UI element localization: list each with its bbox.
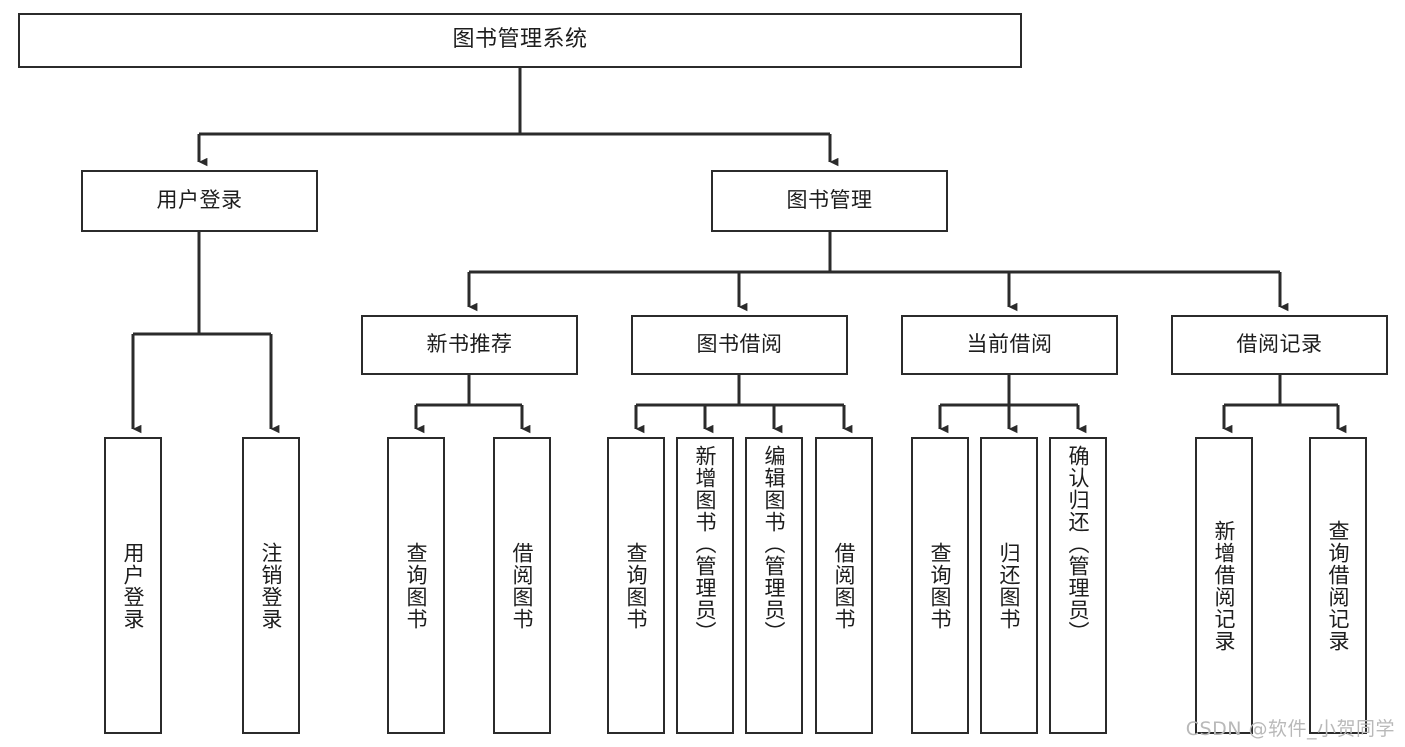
node-leaf-add-borrow-record[interactable]: 新增借阅记录 (1195, 437, 1253, 734)
node-label: 查询借阅记录 (1326, 519, 1351, 652)
node-label: 查询图书 (404, 541, 429, 630)
node-label: 新增借阅记录 (1212, 519, 1237, 652)
node-book-manage[interactable]: 图书管理 (711, 170, 948, 232)
node-leaf-add-book[interactable]: 新增图书（管理员） (676, 437, 734, 734)
csdn-watermark: CSDN @软件_小贺同学 (1185, 718, 1395, 740)
node-label: 确认归还（管理员） (1066, 445, 1091, 643)
node-label: 用户登录 (121, 541, 146, 630)
node-label: 借阅记录 (1236, 332, 1323, 357)
node-leaf-query-borrow-record[interactable]: 查询借阅记录 (1309, 437, 1367, 734)
node-label: 图书借阅 (696, 332, 783, 357)
node-leaf-edit-book[interactable]: 编辑图书（管理员） (745, 437, 803, 734)
node-label: 图书管理系统 (452, 27, 588, 53)
node-label: 用户登录 (156, 188, 243, 213)
node-book-borrow[interactable]: 图书借阅 (631, 315, 848, 375)
node-label: 编辑图书（管理员） (762, 445, 787, 643)
node-leaf-return-book[interactable]: 归还图书 (980, 437, 1038, 734)
node-label: 查询图书 (624, 541, 649, 630)
node-leaf-borrow-book-recommend[interactable]: 借阅图书 (493, 437, 551, 734)
node-label: 新增图书（管理员） (693, 445, 718, 643)
node-leaf-confirm-return[interactable]: 确认归还（管理员） (1049, 437, 1107, 734)
node-leaf-query-book-current[interactable]: 查询图书 (911, 437, 969, 734)
node-label: 当前借阅 (966, 332, 1053, 357)
node-leaf-borrow-book[interactable]: 借阅图书 (815, 437, 873, 734)
node-current-borrow[interactable]: 当前借阅 (901, 315, 1118, 375)
node-leaf-user-login[interactable]: 用户登录 (104, 437, 162, 734)
node-label: 图书管理 (786, 188, 873, 213)
node-label: 借阅图书 (510, 541, 535, 630)
node-label: 借阅图书 (832, 541, 857, 630)
node-root-book-management-system[interactable]: 图书管理系统 (18, 13, 1022, 68)
node-user-login[interactable]: 用户登录 (81, 170, 318, 232)
node-leaf-query-book-borrow[interactable]: 查询图书 (607, 437, 665, 734)
node-label: 归还图书 (997, 541, 1022, 630)
node-label: 注销登录 (259, 541, 284, 630)
node-label: 新书推荐 (426, 332, 513, 357)
node-label: 查询图书 (928, 541, 953, 630)
node-borrow-record[interactable]: 借阅记录 (1171, 315, 1388, 375)
node-leaf-query-book-recommend[interactable]: 查询图书 (387, 437, 445, 734)
node-leaf-logout-login[interactable]: 注销登录 (242, 437, 300, 734)
node-new-book-recommend[interactable]: 新书推荐 (361, 315, 578, 375)
